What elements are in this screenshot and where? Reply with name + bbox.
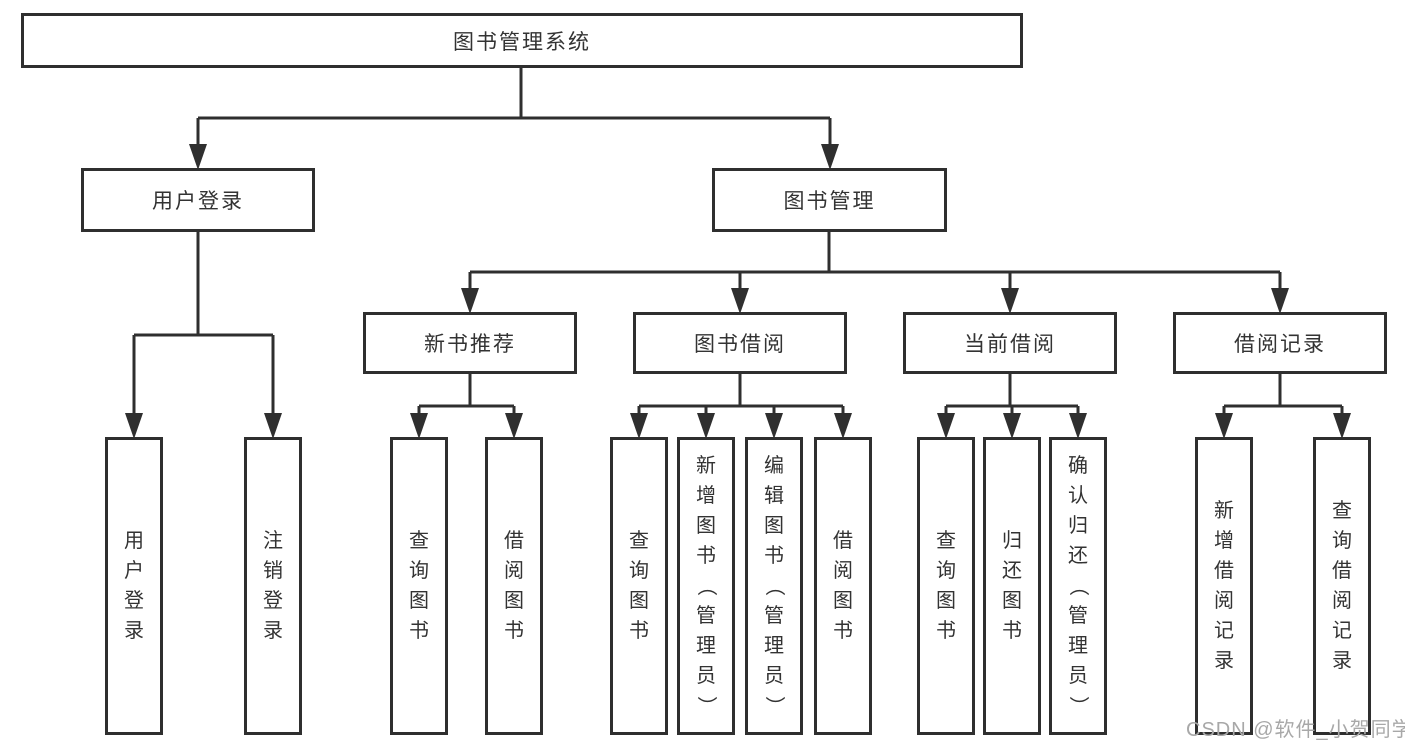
- connector-current-borrow-split: [944, 374, 1080, 414]
- connector-book-borrow-split: [637, 374, 845, 414]
- leaf-label: 查询图书: [409, 530, 429, 642]
- connector-user-login-split: [132, 232, 275, 414]
- connector-new-book-split: [417, 374, 516, 414]
- arrowhead-down-icon: [189, 144, 207, 170]
- arrowhead-down-icon: [765, 413, 783, 439]
- leaf-label: 注销登录: [263, 530, 283, 642]
- node-label: 当前借阅: [964, 333, 1056, 356]
- node-label: 借阅记录: [1234, 333, 1326, 356]
- arrowhead-down-icon: [630, 413, 648, 439]
- arrowhead-down-icon: [410, 413, 428, 439]
- node-label: 图书管理系统: [453, 30, 591, 54]
- node-label: 新书推荐: [424, 333, 516, 356]
- node-borrow-records: 借阅记录: [1173, 312, 1387, 374]
- leaf-add-book-admin: 新增图书（管理员）: [677, 437, 735, 735]
- arrowhead-down-icon: [821, 144, 839, 170]
- arrowhead-down-icon: [697, 413, 715, 439]
- leaf-edit-book-admin: 编辑图书（管理员）: [745, 437, 803, 735]
- leaf-borrow-books-borrowing: 借阅图书: [814, 437, 872, 735]
- leaf-label: 确认归还（管理员）: [1067, 455, 1089, 716]
- arrowhead-down-icon: [937, 413, 955, 439]
- arrowhead-down-icon: [125, 413, 143, 439]
- arrowhead-down-icon: [264, 413, 282, 439]
- leaf-label: 新增借阅记录: [1214, 500, 1234, 672]
- arrowhead-down-icon: [461, 288, 479, 314]
- node-label: 图书借阅: [694, 333, 786, 356]
- leaf-query-books-recommend: 查询图书: [390, 437, 448, 735]
- node-new-book-recommend: 新书推荐: [363, 312, 577, 374]
- arrowhead-down-icon: [1215, 413, 1233, 439]
- leaf-label: 查询图书: [629, 530, 649, 642]
- leaf-query-books-current: 查询图书: [917, 437, 975, 735]
- arrowhead-down-icon: [1069, 413, 1087, 439]
- arrowhead-down-icon: [505, 413, 523, 439]
- arrowhead-down-icon: [1003, 413, 1021, 439]
- leaf-logout: 注销登录: [244, 437, 302, 735]
- leaf-query-borrow-record: 查询借阅记录: [1313, 437, 1371, 735]
- connector-borrow-records-split: [1222, 374, 1344, 414]
- node-label: 图书管理: [783, 190, 876, 213]
- connector-book-mgmt-split: [468, 232, 1282, 290]
- leaf-add-borrow-record: 新增借阅记录: [1195, 437, 1253, 735]
- leaf-label: 用户登录: [124, 530, 144, 642]
- leaf-borrow-books-recommend: 借阅图书: [485, 437, 543, 735]
- node-book-borrowing: 图书借阅: [633, 312, 847, 374]
- node-current-borrowing: 当前借阅: [903, 312, 1117, 374]
- node-label: 用户登录: [152, 190, 244, 213]
- connector-root-split: [196, 68, 832, 146]
- leaf-confirm-return-admin: 确认归还（管理员）: [1049, 437, 1107, 735]
- leaf-label: 借阅图书: [833, 530, 853, 642]
- leaf-user-login: 用户登录: [105, 437, 163, 735]
- leaf-return-book: 归还图书: [983, 437, 1041, 735]
- watermark: CSDN @软件_小贺同学: [1186, 719, 1405, 741]
- arrowhead-down-icon: [1001, 288, 1019, 314]
- leaf-label: 查询借阅记录: [1332, 500, 1352, 672]
- node-system-root: 图书管理系统: [21, 13, 1023, 68]
- arrowhead-down-icon: [1271, 288, 1289, 314]
- leaf-label: 编辑图书（管理员）: [763, 455, 785, 716]
- leaf-query-books-borrowing: 查询图书: [610, 437, 668, 735]
- arrowhead-down-icon: [1333, 413, 1351, 439]
- leaf-label: 查询图书: [936, 530, 956, 642]
- node-book-management: 图书管理: [712, 168, 947, 232]
- leaf-label: 借阅图书: [504, 530, 524, 642]
- node-user-login: 用户登录: [81, 168, 315, 232]
- arrowhead-down-icon: [731, 288, 749, 314]
- leaf-label: 新增图书（管理员）: [695, 455, 717, 716]
- arrowhead-down-icon: [834, 413, 852, 439]
- leaf-label: 归还图书: [1002, 530, 1022, 642]
